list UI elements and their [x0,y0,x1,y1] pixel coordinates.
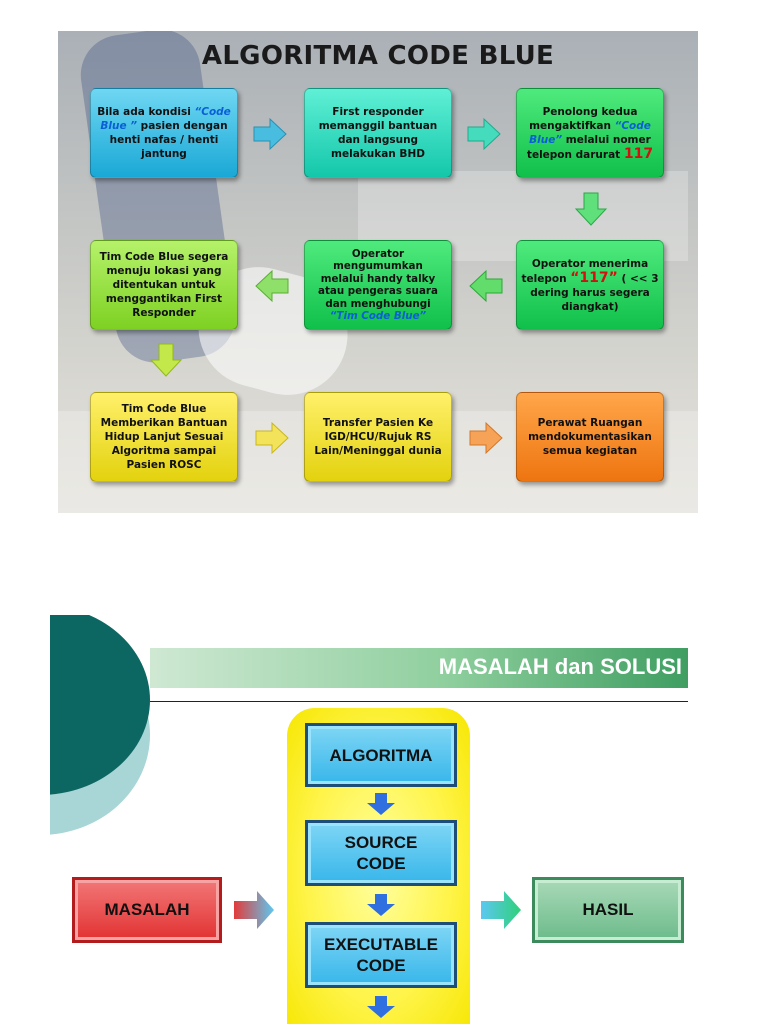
flow-step-team-dispatch: Tim Code Blue segera menuju lokasi yang … [90,240,238,330]
result-box: HASIL [532,877,684,943]
arrow-down-icon [574,192,608,226]
algorithm-box: ALGORITMA [305,723,457,787]
arrow-right-icon [467,117,501,151]
arrow-right-icon [469,421,503,455]
flow-step-transfer-patient: Transfer Pasien Ke IGD/HCU/Rujuk RS Lain… [304,392,452,482]
code-blue-algorithm-slide: ALGORITMA CODE BLUE Bila ada kondisi “Co… [58,31,698,513]
arrow-left-icon [469,269,503,303]
slide-title: MASALAH dan SOLUSI [438,654,682,679]
arrow-right-icon [234,891,274,929]
flow-step-first-responder: First responder memanggil bantuan dan la… [304,88,452,178]
flow-step-advanced-life-support: Tim Code Blue Memberikan Bantuan Hidup L… [90,392,238,482]
divider [150,701,688,702]
problem-box: MASALAH [72,877,222,943]
flow-step-operator-receives: Operator menerima telepon “117” ( << 3 d… [516,240,664,330]
arrow-left-icon [255,269,289,303]
arrow-down-icon [367,793,395,815]
arrow-down-icon [367,996,395,1018]
flow-step-operator-announces: Operator mengumumkan melalui handy talky… [304,240,452,330]
problem-solution-slide: MASALAH dan SOLUSI ALGORITMA SOURCE CODE… [50,615,700,1024]
arrow-down-icon [367,894,395,916]
flow-step-documentation: Perawat Ruangan mendokumentasikan semua … [516,392,664,482]
arrow-right-icon [253,117,287,151]
flow-step-second-rescuer: Penolong kedua mengaktifkan “Code Blue” … [516,88,664,178]
title-banner: MASALAH dan SOLUSI [150,648,688,688]
slide-title: ALGORITMA CODE BLUE [201,41,555,71]
flow-step-condition: Bila ada kondisi “Code Blue ” pasien den… [90,88,238,178]
arrow-right-icon [255,421,289,455]
arrow-down-icon [149,343,183,377]
executable-code-box: EXECUTABLE CODE [305,922,457,988]
source-code-box: SOURCE CODE [305,820,457,886]
arrow-right-icon [481,891,521,929]
